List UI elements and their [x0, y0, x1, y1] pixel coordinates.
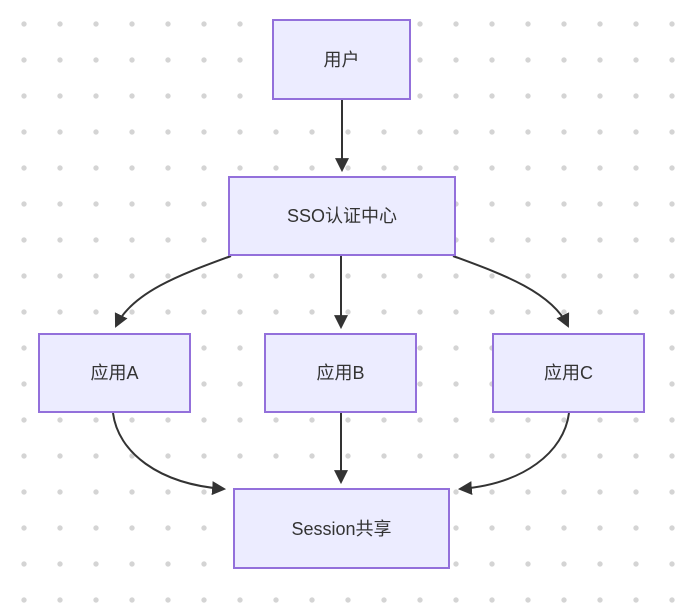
edge-appC-session — [457, 412, 570, 496]
node-sso-auth-center: SSO认证中心 — [228, 176, 456, 256]
node-session-share: Session共享 — [233, 488, 450, 569]
node-app-b-label: 应用B — [316, 363, 365, 383]
node-app-b: 应用B — [264, 333, 417, 413]
edge-appA-session — [112, 412, 227, 496]
node-sso-label: SSO认证中心 — [286, 206, 397, 226]
node-app-c-label: 应用C — [544, 363, 593, 383]
node-app-c: 应用C — [492, 333, 645, 413]
node-app-a: 应用A — [38, 333, 191, 413]
node-user-label: 用户 — [323, 49, 360, 70]
node-session-label: Session共享 — [291, 518, 392, 539]
node-user: 用户 — [272, 19, 411, 100]
node-app-a-label: 应用A — [90, 363, 139, 383]
edge-sso-appC — [452, 255, 570, 328]
edge-sso-appA — [114, 255, 232, 328]
